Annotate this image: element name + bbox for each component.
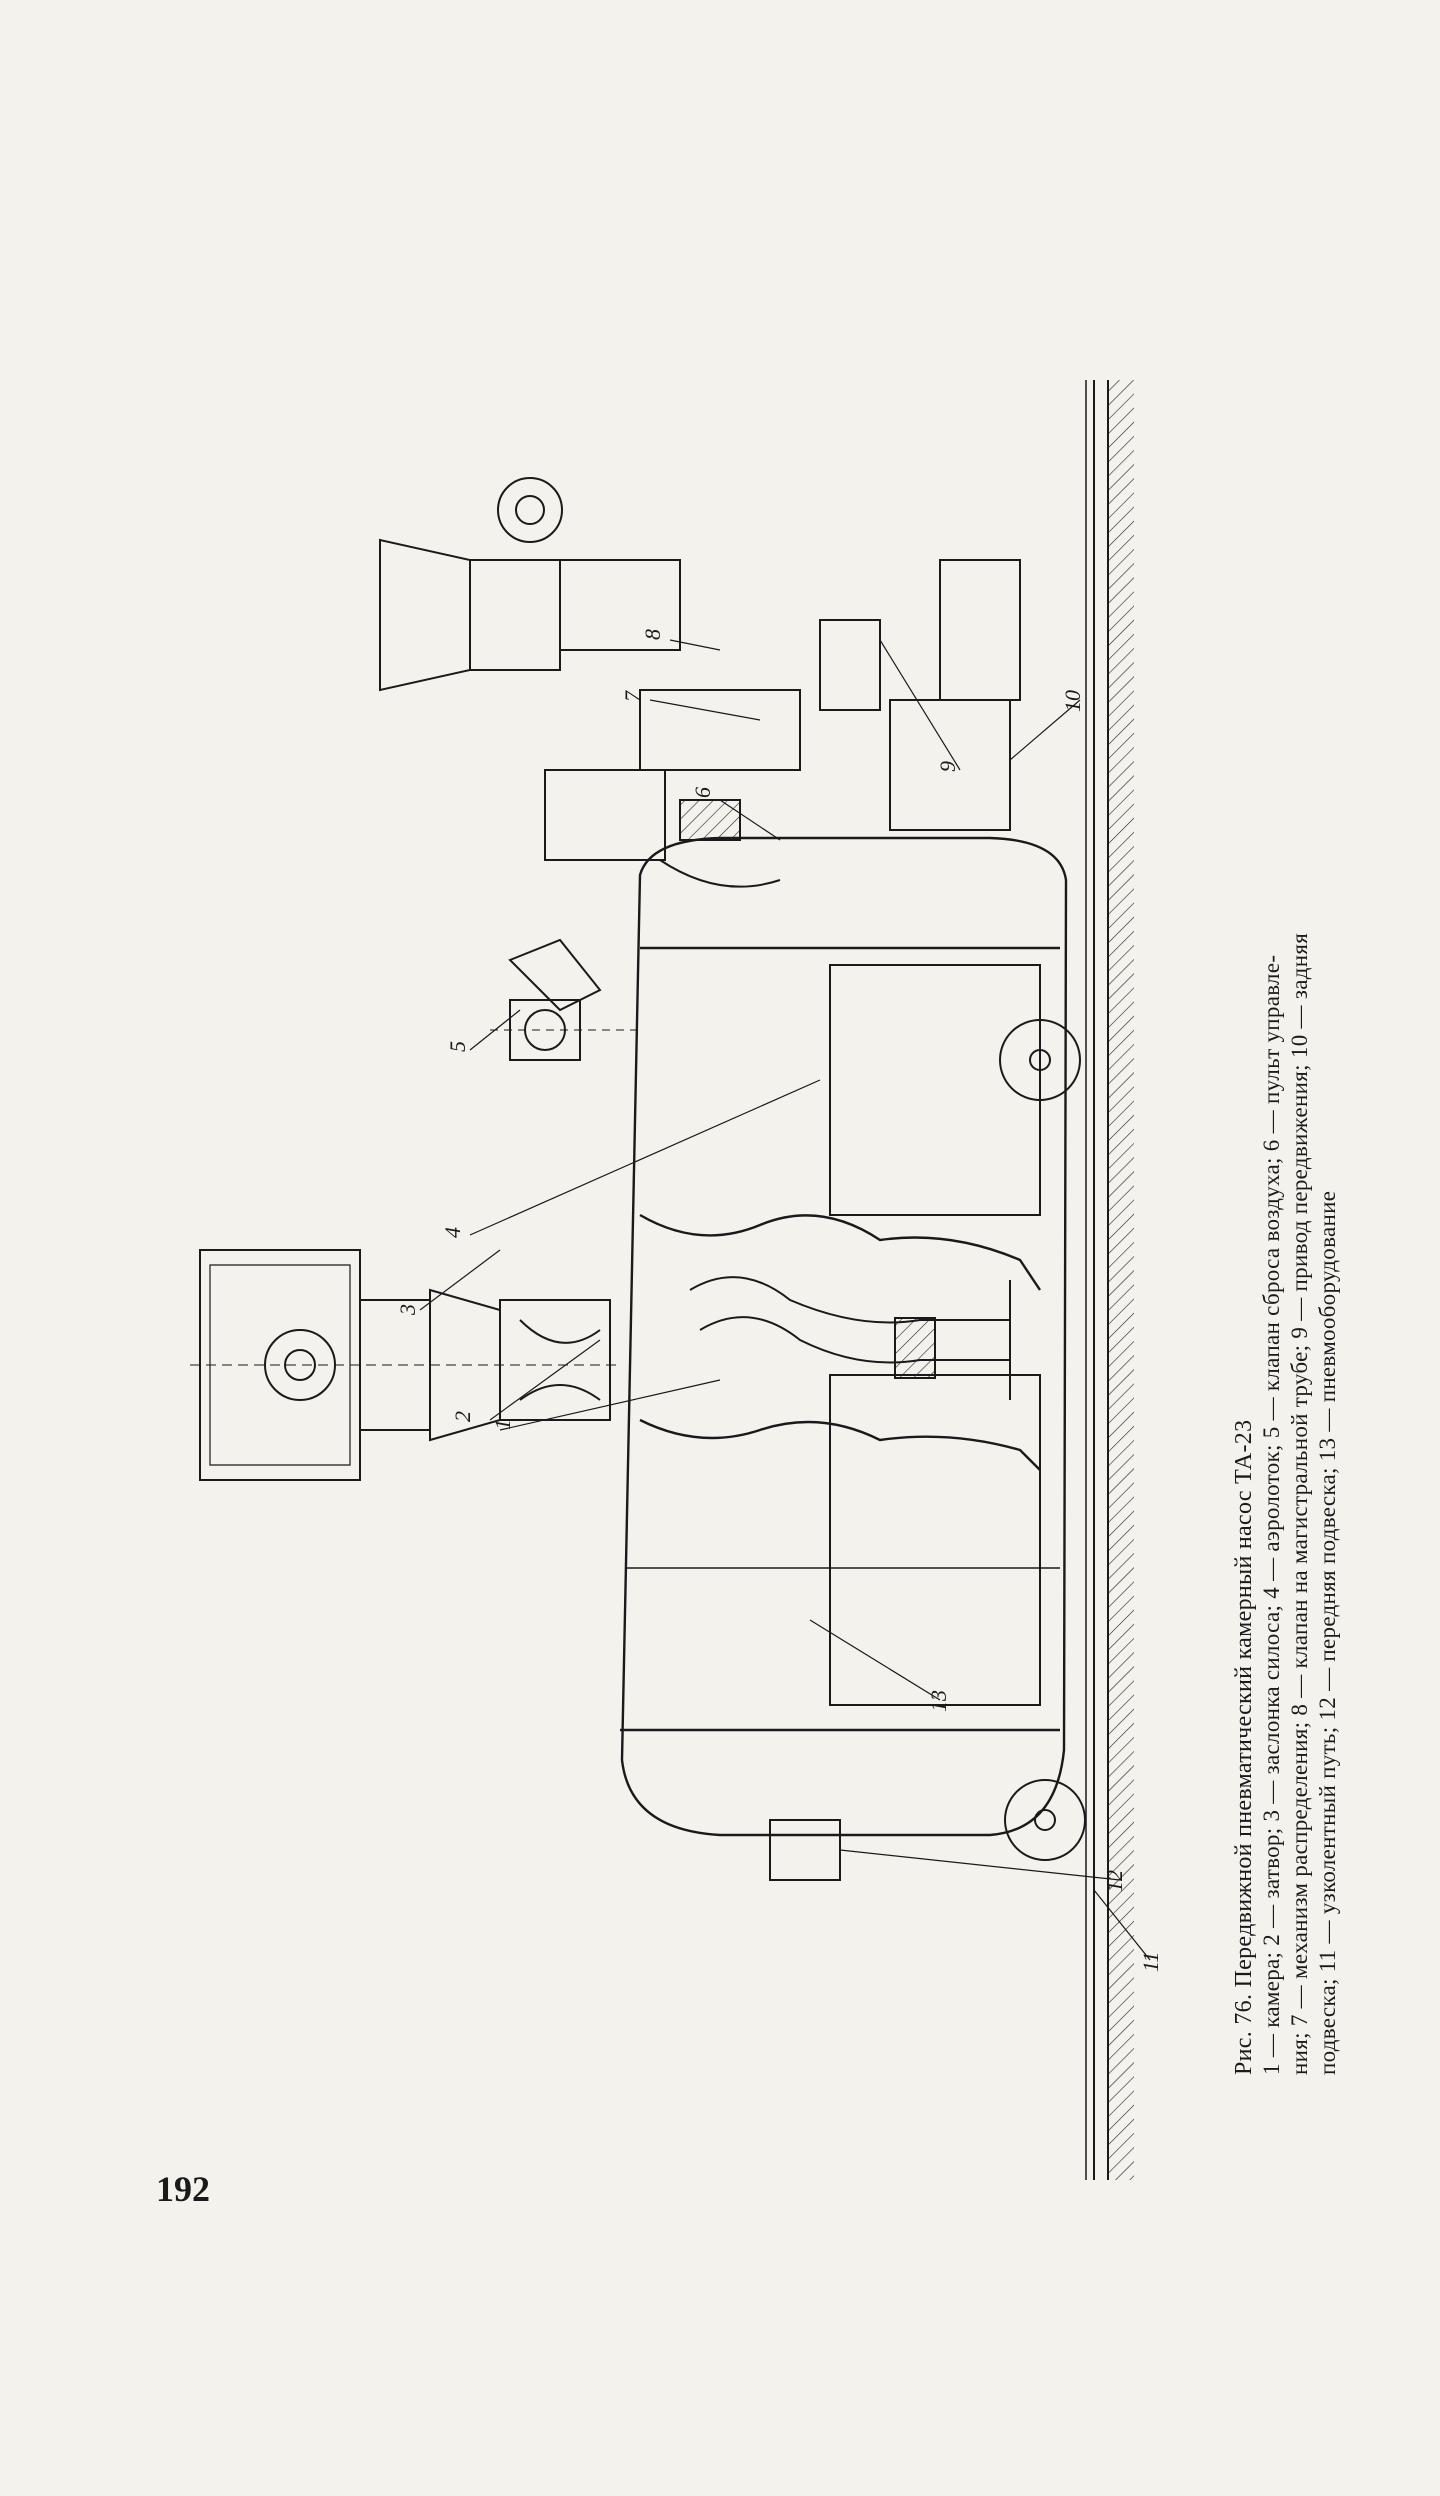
- caption-title: Рис. 76. Передвижной пневматический каме…: [1231, 1419, 1257, 2075]
- caption-line-2: ния; 7 — механизм распределения; 8 — кла…: [1287, 932, 1312, 2075]
- silo-gate-assembly: [190, 1250, 620, 1480]
- distribution-pipework: [380, 478, 880, 887]
- track-rail: [1086, 380, 1134, 2180]
- caption-line-3: подвеска; 11 — узколентный путь; 12 — пе…: [1315, 1190, 1340, 2075]
- callout-leaders: [420, 640, 1150, 1960]
- air-relief-valve: [490, 940, 640, 1060]
- travel-drive: [770, 560, 1085, 1880]
- aerochute: [690, 1277, 1010, 1400]
- page-number: 192: [156, 2169, 210, 2209]
- caption-line-1: 1 — камера; 2 — затвор; 3 — заслонка сил…: [1259, 954, 1284, 2075]
- chamber-body: [620, 838, 1066, 1835]
